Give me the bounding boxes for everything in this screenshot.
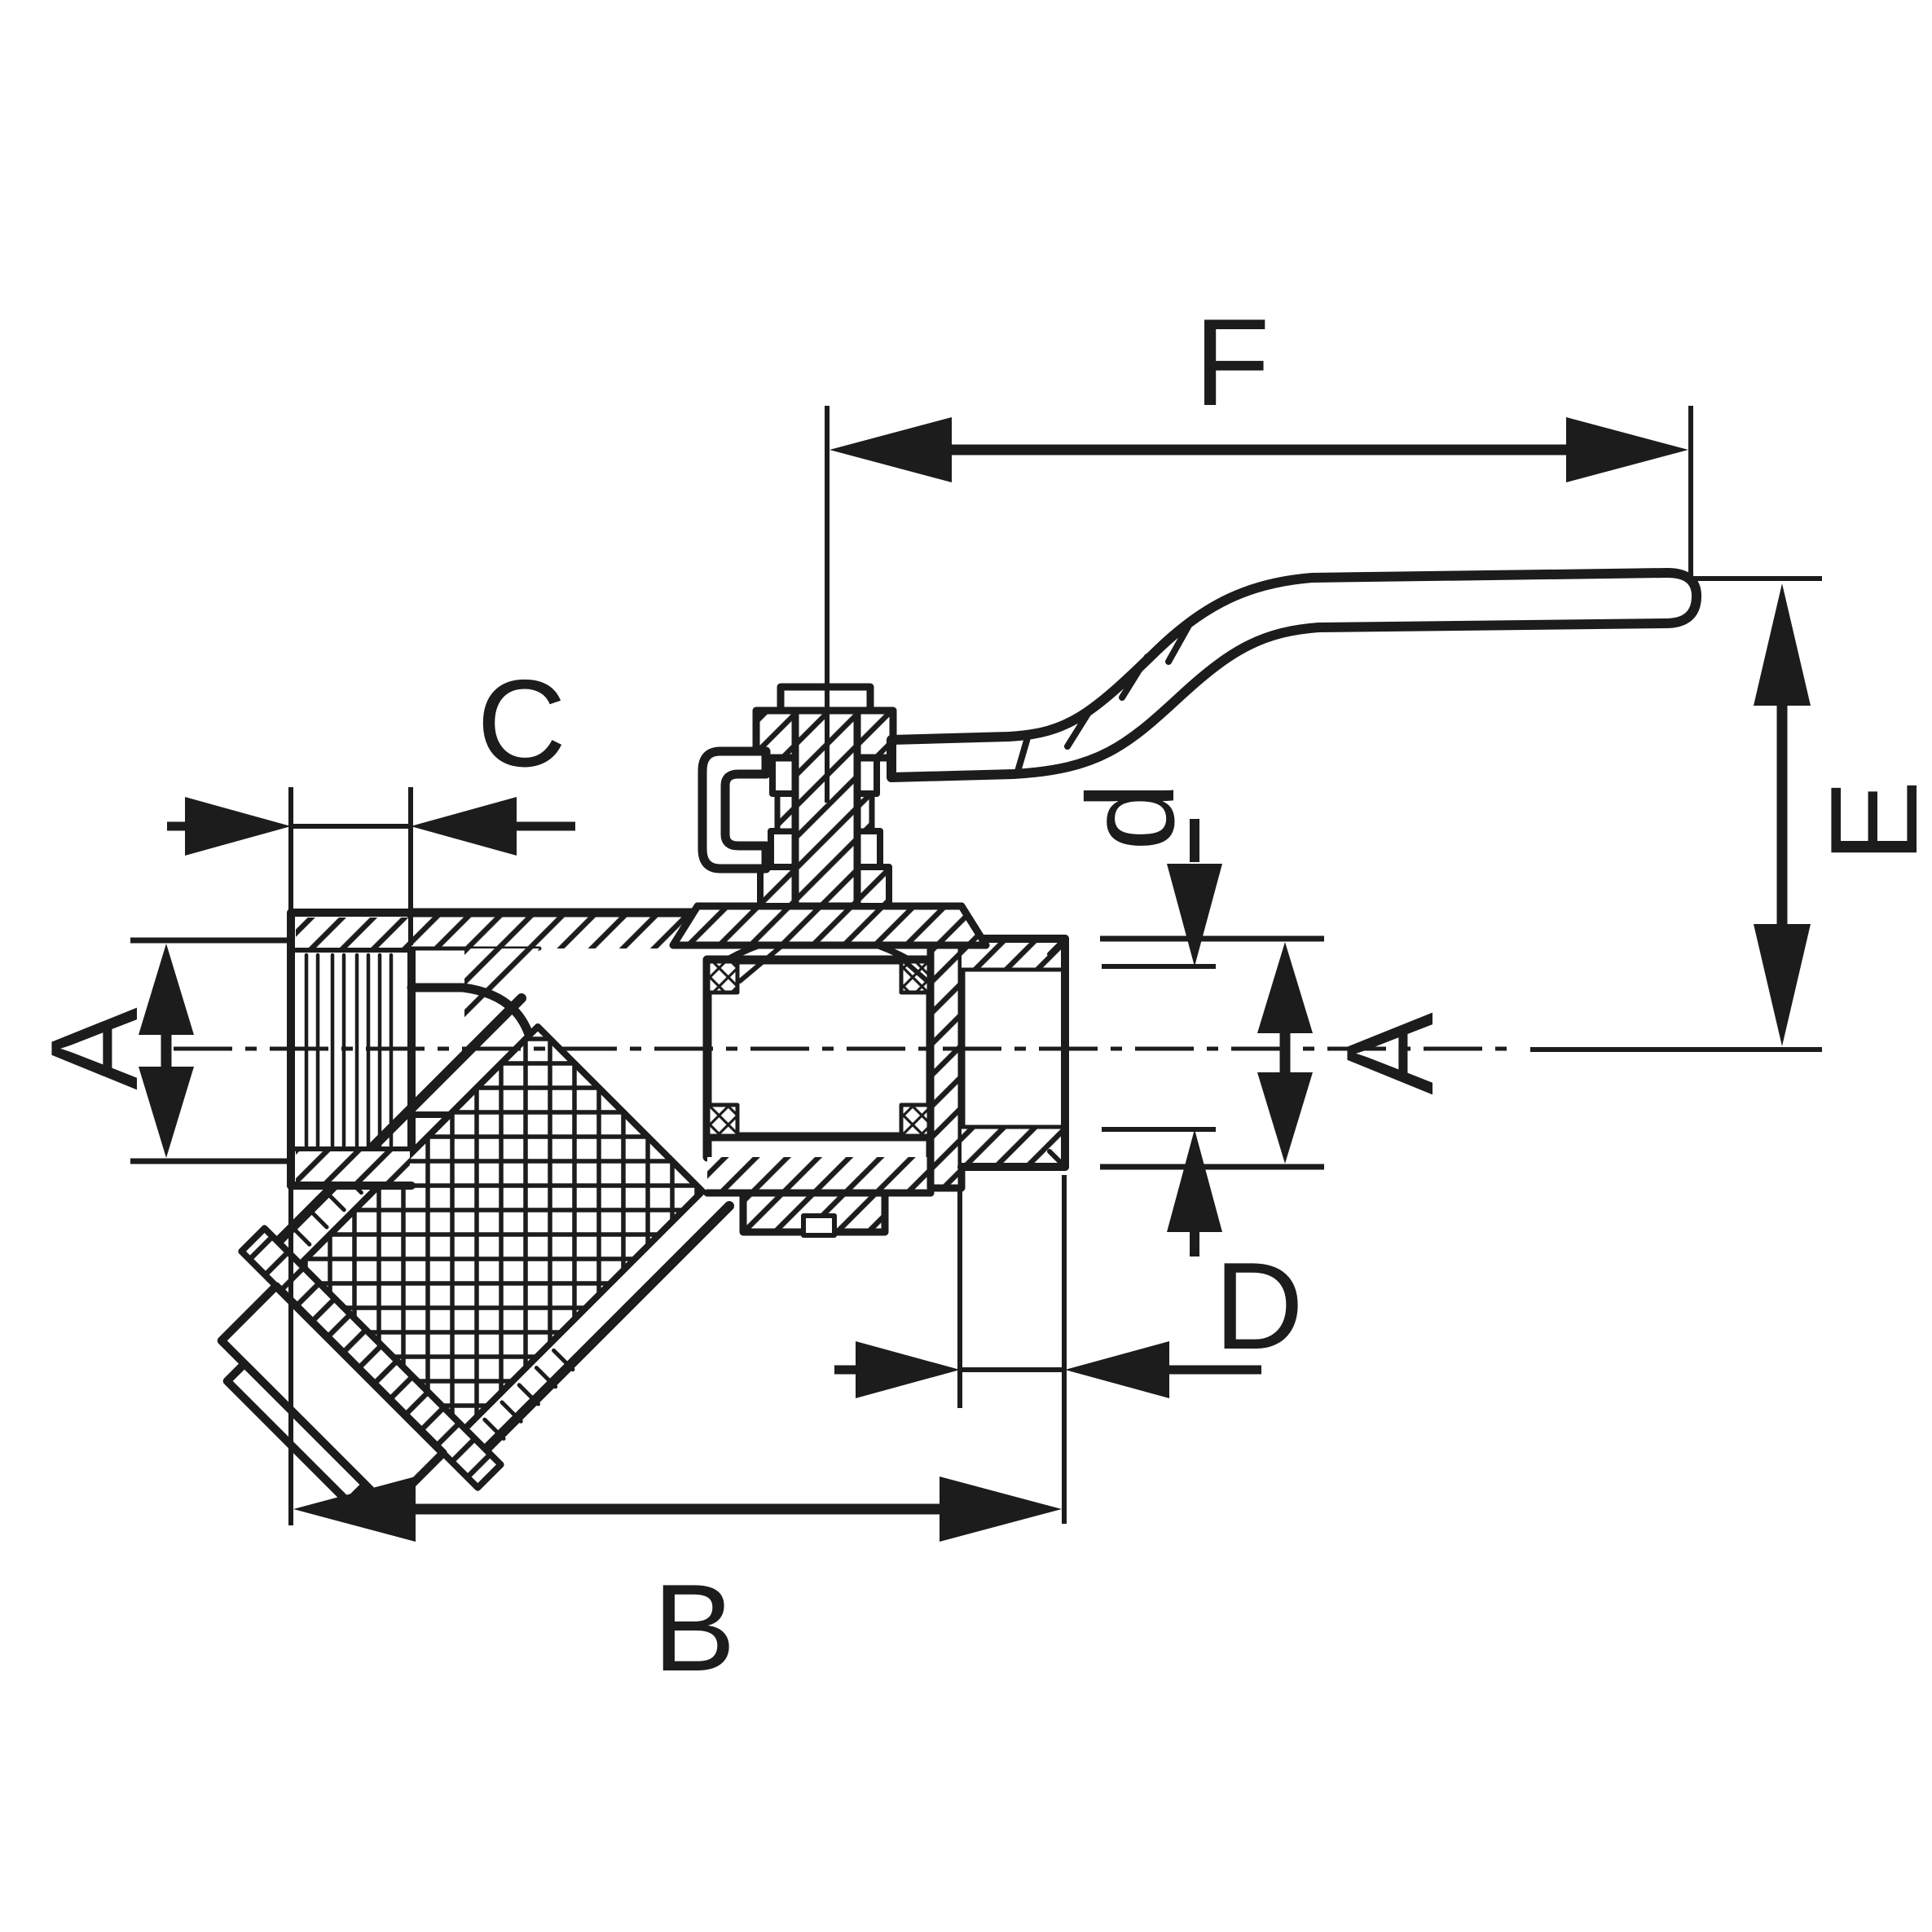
body-bottom bbox=[703, 1157, 935, 1238]
bonnet-plate bbox=[669, 902, 990, 949]
arrowhead bbox=[1566, 417, 1688, 482]
dim-D: D bbox=[834, 1175, 1304, 1524]
seat-seal bbox=[706, 959, 740, 995]
arrowhead bbox=[1167, 864, 1222, 966]
dim-label-d: d bbox=[1062, 782, 1200, 852]
arrowhead bbox=[1065, 1341, 1169, 1398]
dim-label-C: C bbox=[477, 654, 566, 793]
dim-label-D: D bbox=[1214, 1237, 1304, 1375]
dimensions: F E C A bbox=[25, 293, 1932, 1697]
strainer-branch bbox=[217, 993, 734, 1512]
body-wedge bbox=[464, 948, 539, 1023]
dim-F: F bbox=[825, 293, 1693, 803]
dim-A-left: A bbox=[25, 937, 293, 1164]
arrowhead bbox=[139, 1067, 194, 1158]
arrowhead bbox=[293, 1477, 416, 1542]
arrowhead bbox=[411, 797, 517, 856]
dim-B: B bbox=[288, 1188, 1062, 1697]
ball-chamber bbox=[702, 955, 935, 1162]
dim-d: d bbox=[1062, 782, 1222, 1256]
centerline bbox=[174, 1046, 1822, 1052]
handle-stop-bracket bbox=[698, 746, 771, 874]
dim-label-A-left: A bbox=[25, 1007, 164, 1090]
strainer-cap bbox=[217, 1225, 504, 1512]
seat-seal bbox=[899, 1102, 933, 1138]
dim-label-E: E bbox=[1805, 780, 1932, 862]
handle-grip-ticks bbox=[1014, 618, 1195, 777]
dim-label-F: F bbox=[1195, 293, 1270, 432]
arrowhead bbox=[940, 1477, 1062, 1542]
arrowhead bbox=[185, 797, 291, 856]
arrowhead bbox=[1754, 583, 1811, 706]
dim-A-right: A bbox=[1100, 935, 1459, 1170]
arrowhead bbox=[1257, 1072, 1313, 1164]
arrowhead bbox=[830, 417, 952, 482]
seat-seal bbox=[706, 1102, 740, 1138]
arrowhead bbox=[1257, 942, 1313, 1033]
dim-E: E bbox=[1693, 576, 1932, 1046]
arrowhead bbox=[139, 944, 194, 1035]
arrowhead bbox=[1754, 924, 1811, 1046]
lever-handle bbox=[887, 568, 1701, 782]
arrowhead bbox=[856, 1341, 960, 1398]
dim-label-B: B bbox=[653, 1559, 735, 1697]
dim-label-A-right: A bbox=[1321, 1012, 1459, 1095]
dim-C: C bbox=[167, 654, 575, 945]
arrowhead bbox=[1167, 1129, 1222, 1232]
